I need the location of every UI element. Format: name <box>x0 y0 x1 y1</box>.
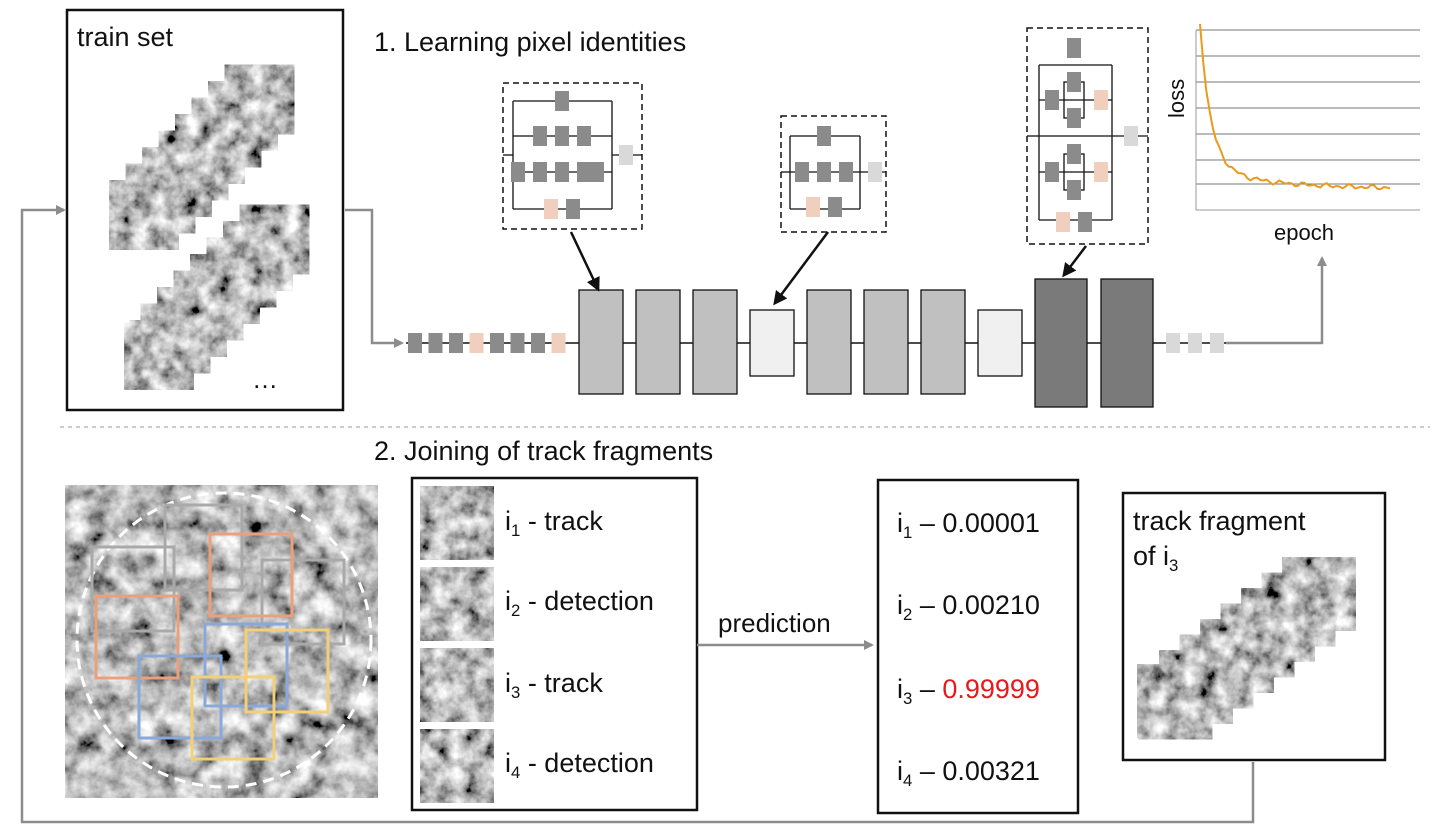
network-layer-6 <box>863 289 909 395</box>
loss-curve <box>1199 23 1391 191</box>
input-token-4 <box>469 333 484 353</box>
input-token-1 <box>408 333 422 353</box>
train-to-network-arrow <box>345 208 404 348</box>
block-detail-b <box>780 115 887 233</box>
box-gray-3 <box>260 558 346 646</box>
zoom-arrow-b <box>773 231 830 306</box>
network-layers <box>578 278 1154 408</box>
candidate-label-1: i1 - track <box>505 506 603 540</box>
candidate-thumbnails <box>418 484 496 805</box>
network-layer-4 <box>749 309 795 377</box>
zoom-arrow-c <box>1062 245 1087 278</box>
candidate-label-2: i2 - detection <box>505 586 654 620</box>
train-image-a-8 <box>223 63 296 136</box>
prediction-label: prediction <box>718 608 831 638</box>
output-token-3 <box>1210 333 1224 353</box>
output-token-2 <box>1188 333 1202 353</box>
train-image-stack-b <box>122 203 311 392</box>
train-set-ellipsis: … <box>252 364 278 394</box>
input-token-8 <box>551 333 566 353</box>
network-layer-2 <box>635 289 681 395</box>
step1-title: 1. Learning pixel identities <box>374 27 687 57</box>
network-layer-3 <box>692 289 738 395</box>
block-detail-a <box>502 82 643 230</box>
box-orange-1 <box>208 532 294 618</box>
candidate-thumbnail-4 <box>418 727 496 805</box>
fragment-front-frame <box>1135 662 1213 740</box>
epoch-axis-label: epoch <box>1274 220 1334 245</box>
loss-gridlines <box>1196 29 1420 185</box>
network-layer-9 <box>1034 278 1088 408</box>
train-image-b-8 <box>238 203 311 276</box>
input-token-2 <box>428 333 443 353</box>
output-token-1 <box>1166 333 1180 353</box>
feedback-loop-arrow <box>20 205 1255 824</box>
train-set-label: train set <box>77 22 174 52</box>
prediction-value-3: 0.99999 <box>942 674 1040 704</box>
box-orange-2 <box>94 594 180 680</box>
prediction-row-2: i2 – 0.00210 <box>897 590 1040 624</box>
box-gray-2 <box>90 545 176 633</box>
network-to-loss-arrow <box>1226 256 1327 345</box>
hive-image <box>65 485 378 798</box>
input-token-3 <box>449 333 463 353</box>
input-token-7 <box>531 333 545 353</box>
fragment-subtitle: of i3 <box>1133 541 1179 575</box>
input-token-5 <box>490 333 504 353</box>
network-layer-8 <box>977 309 1023 377</box>
box-yellow-2 <box>190 675 276 761</box>
search-region-circle <box>75 491 373 789</box>
input-tokens <box>408 333 566 353</box>
track-fragment-stack <box>1135 555 1358 741</box>
network-layer-5 <box>806 289 852 395</box>
fragment-title: track fragment <box>1133 506 1306 536</box>
candidate-label-4: i4 - detection <box>505 748 654 782</box>
output-tokens <box>1166 333 1224 353</box>
candidate-thumbnail-1 <box>418 484 496 562</box>
prediction-row-3: i3 – 0.99999 <box>897 674 1040 708</box>
network-layer-7 <box>920 289 966 395</box>
zoom-arrow-a <box>569 231 600 292</box>
input-token-6 <box>510 333 525 353</box>
loss-axis-label: loss <box>1164 78 1189 118</box>
prediction-frame <box>876 478 1080 815</box>
prediction-value-4: 0.00321 <box>942 756 1040 786</box>
prediction-value-2: 0.00210 <box>942 590 1040 620</box>
prediction-row-4: i4 – 0.00321 <box>897 756 1040 790</box>
candidate-thumbnail-3 <box>418 646 496 724</box>
box-yellow-1 <box>244 628 330 714</box>
block-detail-c <box>1026 27 1149 245</box>
candidate-label-3: i3 - track <box>505 668 603 702</box>
train-image-stack-a <box>107 63 296 252</box>
network-layer-10 <box>1100 278 1154 408</box>
candidate-thumbnail-2 <box>418 565 496 643</box>
step2-title: 2. Joining of track fragments <box>374 436 714 466</box>
prediction-row-1: i1 – 0.00001 <box>897 508 1040 542</box>
network-layer-1 <box>578 289 624 395</box>
prediction-value-1: 0.00001 <box>942 508 1040 538</box>
box-blue-2 <box>137 654 223 740</box>
